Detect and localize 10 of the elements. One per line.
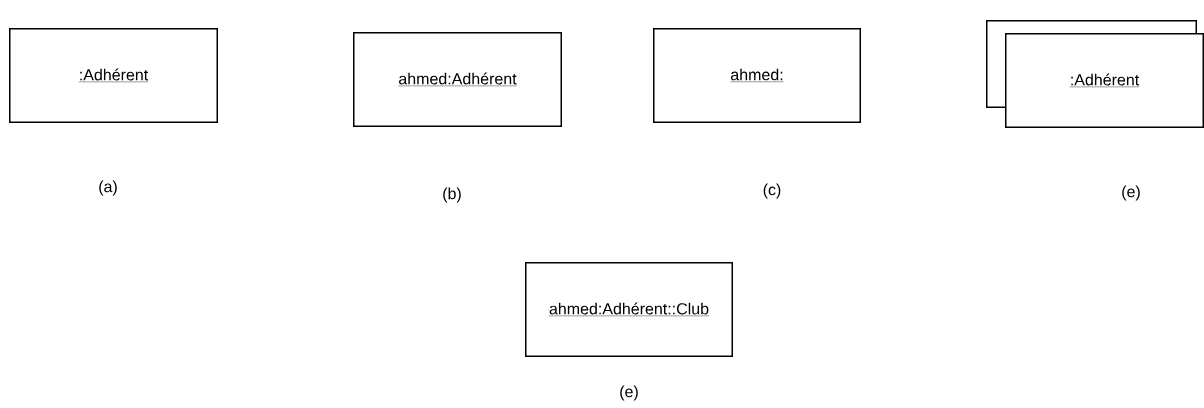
object-box: :Adhérent	[9, 28, 218, 123]
node-label: (e)	[1122, 185, 1140, 201]
node-label: (e)	[620, 385, 638, 401]
object-box: ahmed:	[653, 28, 861, 123]
object-box: ahmed:Adhérent::Club	[525, 262, 733, 357]
node-label: (a)	[99, 180, 117, 196]
stacked-object-box: :Adhérent	[986, 20, 1204, 128]
node-label: (b)	[443, 187, 461, 203]
node-label: (c)	[763, 183, 781, 199]
object-box: ahmed:Adhérent	[353, 32, 562, 127]
